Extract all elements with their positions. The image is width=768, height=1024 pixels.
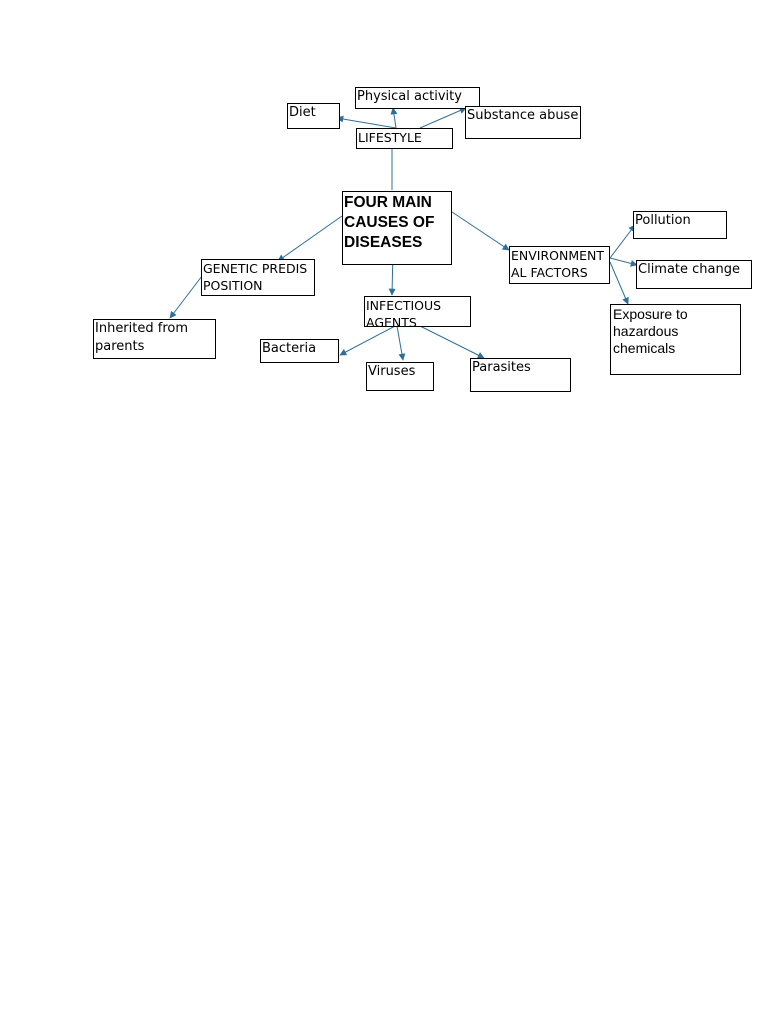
connector-lifestyle-physical-activity <box>390 107 398 129</box>
connector-environmental-exposure <box>609 261 629 305</box>
exposure-to-hazardous-chemicals-node: Exposure to hazardous chemicals <box>610 304 741 375</box>
central-node: FOUR MAIN CAUSES OF DISEASES <box>342 191 452 265</box>
connector-infectious-parasites <box>419 325 485 359</box>
climate-change-node: Climate change <box>636 260 752 289</box>
connector-environmental-climate <box>609 257 638 267</box>
pollution-node: Pollution <box>633 211 727 239</box>
lifestyle-node: LIFESTYLE <box>356 128 453 149</box>
environmental-factors-node: ENVIRONMENTAL FACTORS <box>509 246 610 284</box>
infectious-agents-node: INFECTIOUS AGENTS <box>364 296 471 327</box>
parasites-node: Parasites <box>470 358 571 392</box>
connector-center-environmental <box>451 211 510 251</box>
connector-lifestyle-substance-abuse <box>419 107 467 129</box>
bacteria-node: Bacteria <box>260 339 339 363</box>
connector-genetic-inherited <box>169 275 203 319</box>
diet-node: Diet <box>287 103 340 129</box>
physical-activity-node: Physical activity <box>355 87 480 109</box>
connector-lifestyle-diet <box>336 115 397 129</box>
connector-center-genetic <box>277 215 343 262</box>
connector-infectious-viruses <box>396 325 406 361</box>
genetic-predisposition-node: GENETIC PREDISPOSITION <box>201 259 315 296</box>
viruses-node: Viruses <box>366 362 434 391</box>
inherited-from-parents-node: Inherited from parents <box>93 319 216 359</box>
substance-abuse-node: Substance abuse <box>465 106 581 139</box>
connector-environmental-pollution <box>609 224 636 259</box>
connector-infectious-bacteria <box>339 325 396 356</box>
